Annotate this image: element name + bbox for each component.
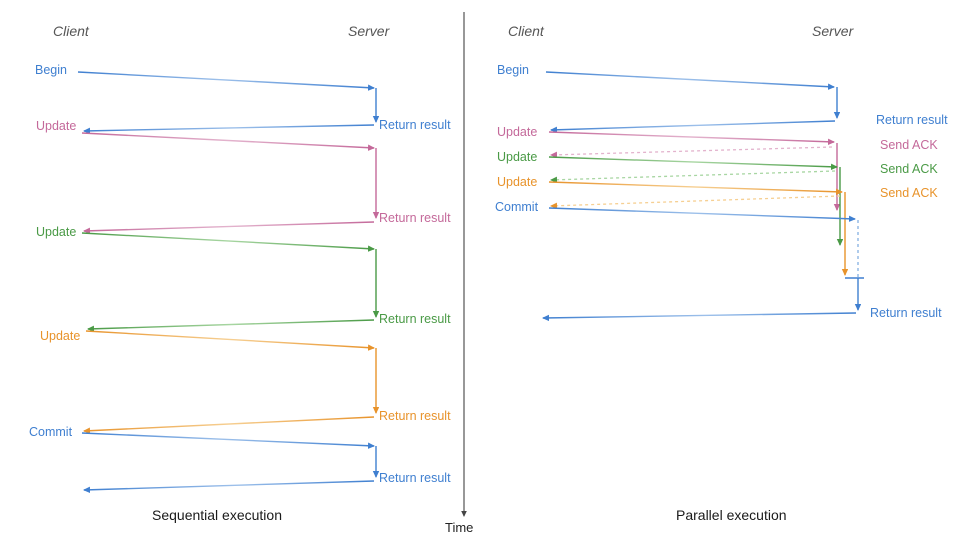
right-msg-ack2-label: Send ACK (880, 162, 938, 176)
left-msg-return2-label: Return result (379, 211, 451, 225)
left-msg-return5-label: Return result (379, 471, 451, 485)
left-msg-update3-label: Update (40, 329, 81, 343)
arrow-begin-request (545, 71, 835, 90)
left-actor-server-label: Server (348, 23, 390, 39)
right-msg-update3-label: Update (497, 175, 538, 189)
left-msg-update1-label: Update (36, 119, 77, 133)
right-msg-commit-label: Commit (495, 200, 539, 214)
arrow-begin-response (550, 120, 836, 134)
arrow-update3-response (83, 416, 375, 434)
arrow-update1-response (83, 221, 375, 235)
arrow-commit-response (542, 312, 857, 322)
arrow-update2-response (87, 319, 375, 333)
arrow-update1-request (81, 132, 375, 151)
right-msg-ack1-label: Send ACK (880, 138, 938, 152)
left-panel-caption: Sequential execution (152, 507, 282, 523)
arrow-update2-request (548, 156, 838, 170)
right-msg-return1-label: Return result (876, 113, 948, 127)
right-msg-return2-label: Return result (870, 306, 942, 320)
left-msg-return1-label: Return result (379, 118, 451, 132)
panel-sequential (77, 71, 380, 494)
left-msg-update2-label: Update (36, 225, 77, 239)
arrow-update1-ack (550, 146, 833, 159)
arrow-update2-request (81, 232, 375, 252)
right-msg-update1-label: Update (497, 125, 538, 139)
arrow-commit-response (83, 480, 375, 494)
panel-parallel (542, 71, 864, 322)
arrow-begin-request (77, 71, 375, 91)
left-actor-client-label: Client (53, 23, 89, 39)
arrow-update3-request (85, 330, 375, 351)
right-actor-client-label: Client (508, 23, 544, 39)
left-msg-return4-label: Return result (379, 409, 451, 423)
left-msg-return3-label: Return result (379, 312, 451, 326)
right-msg-update2-label: Update (497, 150, 538, 164)
arrow-update2-ack (550, 170, 836, 184)
time-axis-label: Time (445, 520, 474, 535)
arrow-update3-request (548, 181, 843, 195)
right-msg-ack3-label: Send ACK (880, 186, 938, 200)
right-actor-server-label: Server (812, 23, 854, 39)
arrow-commit-request (548, 207, 856, 222)
right-msg-begin-label: Begin (497, 63, 529, 77)
left-msg-begin-label: Begin (35, 63, 67, 77)
left-msg-commit-label: Commit (29, 425, 73, 439)
arrow-begin-response (83, 124, 375, 135)
arrow-commit-request (81, 432, 375, 449)
arrow-update1-request (548, 131, 835, 145)
arrow-update3-ack (550, 195, 841, 209)
right-panel-caption: Parallel execution (676, 507, 787, 523)
